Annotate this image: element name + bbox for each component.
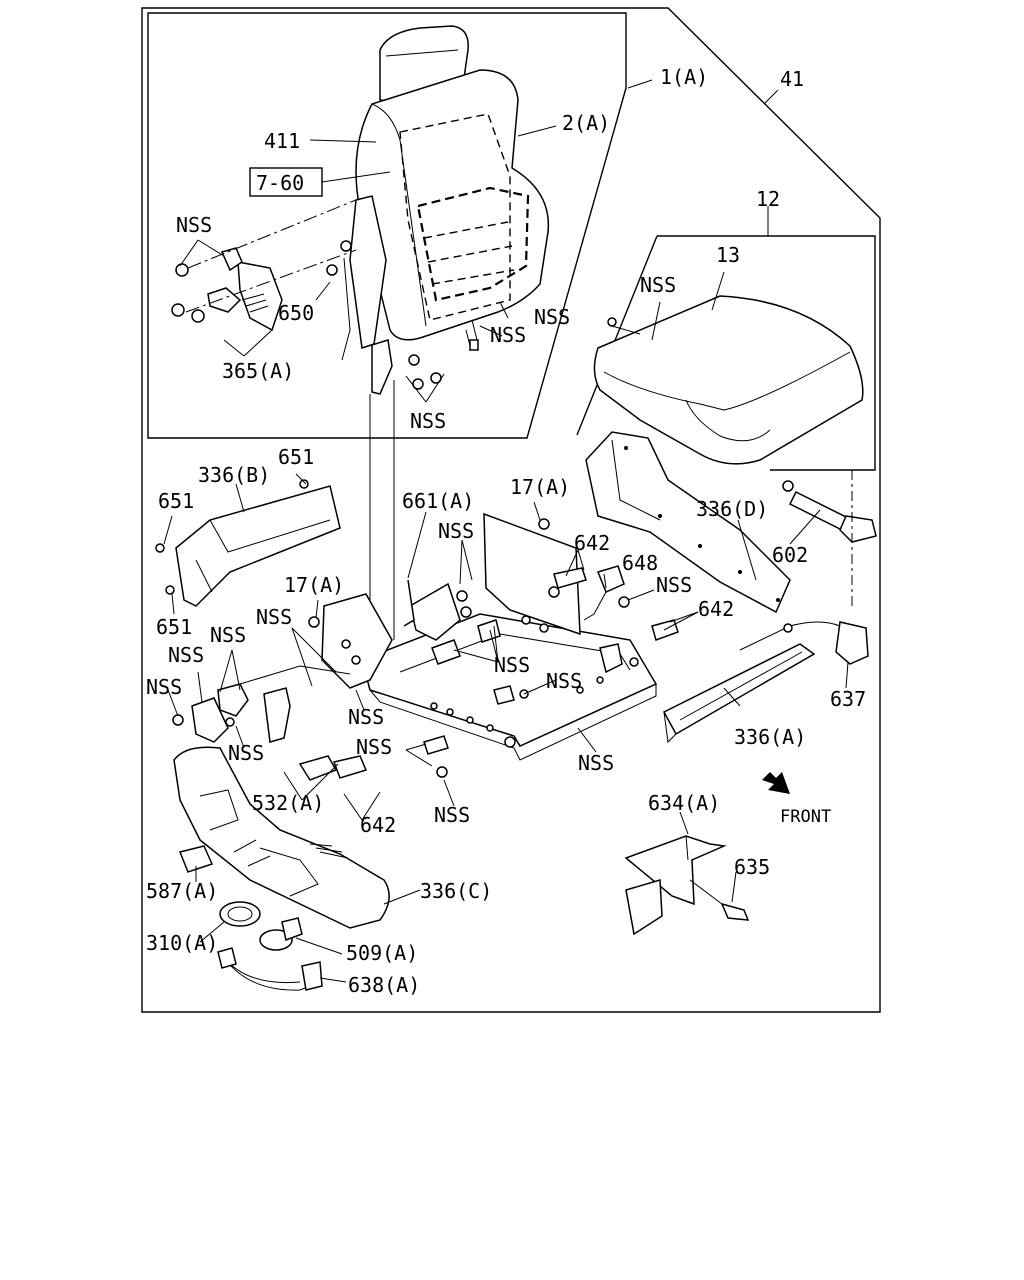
label-7-60: 7-60	[256, 171, 304, 195]
cushion-inset-box	[576, 235, 876, 471]
leader-lines	[163, 79, 849, 983]
label-2a: 2(A)	[562, 111, 610, 135]
label-nss-b: NSS	[534, 305, 570, 329]
label-nss-a: NSS	[176, 213, 212, 237]
label-13: 13	[716, 243, 740, 267]
label-651-c: 651	[156, 615, 192, 639]
label-nss-e: NSS	[640, 273, 676, 297]
label-nss-o: NSS	[228, 741, 264, 765]
label-637: 637	[830, 687, 866, 711]
label-nss-d: NSS	[410, 409, 446, 433]
left-lower-parts	[172, 665, 448, 781]
label-front: FRONT	[780, 807, 831, 827]
ref-box-760	[249, 167, 323, 197]
label-nss-g: NSS	[656, 573, 692, 597]
lower-cover-336c	[173, 746, 390, 991]
label-310a: 310(A)	[146, 931, 218, 955]
label-336b: 336(B)	[198, 463, 270, 487]
label-365a: 365(A)	[222, 359, 294, 383]
label-532a: 532(A)	[252, 791, 324, 815]
label-nss-r: NSS	[434, 803, 470, 827]
label-661a: 661(A)	[402, 489, 474, 513]
label-nss-m: NSS	[546, 669, 582, 693]
side-cover-336b	[155, 479, 341, 607]
seatback-assembly	[171, 25, 550, 395]
label-642-c: 642	[360, 813, 396, 837]
outer-border	[141, 7, 881, 1013]
label-17a-1: 17(A)	[510, 475, 570, 499]
front-arrow-icon	[762, 772, 790, 794]
label-509a: 509(A)	[346, 941, 418, 965]
label-642-a: 642	[574, 531, 610, 555]
label-1a: 1(A)	[660, 65, 708, 89]
label-nss-j: NSS	[168, 643, 204, 667]
label-17a-2: 17(A)	[284, 573, 344, 597]
label-634a: 634(A)	[648, 791, 720, 815]
label-nss-n: NSS	[348, 705, 384, 729]
label-587a: 587(A)	[146, 879, 218, 903]
side-cover-336d	[585, 431, 791, 614]
label-638a: 638(A)	[348, 973, 420, 997]
label-336a: 336(A)	[734, 725, 806, 749]
label-635: 635	[734, 855, 770, 879]
label-nss-p: NSS	[356, 735, 392, 759]
seatback-inset-box	[147, 12, 627, 439]
label-nss-k: NSS	[494, 653, 530, 677]
label-650: 650	[278, 301, 314, 325]
lever-602	[782, 470, 877, 610]
label-336c: 336(C)	[420, 879, 492, 903]
label-41: 41	[780, 67, 804, 91]
label-nss-c: NSS	[490, 323, 526, 347]
guide-lines	[369, 380, 395, 640]
label-336d: 336(D)	[696, 497, 768, 521]
bracket-634a	[624, 835, 750, 936]
part-labels: 1(A) 41 2(A) 411 7-60 NSS 650 365(A) NSS…	[146, 65, 866, 997]
label-651-b: 651	[158, 489, 194, 513]
label-nss-f: NSS	[438, 519, 474, 543]
label-nss-l: NSS	[146, 675, 182, 699]
label-648: 648	[622, 551, 658, 575]
label-nss-i: NSS	[210, 623, 246, 647]
seat-cushion	[593, 295, 864, 465]
label-602: 602	[772, 543, 808, 567]
label-nss-h: NSS	[256, 605, 292, 629]
label-651-a: 651	[278, 445, 314, 469]
knob-637	[739, 621, 869, 665]
label-12: 12	[756, 187, 780, 211]
side-cover-336a	[662, 643, 816, 744]
label-nss-q: NSS	[578, 751, 614, 775]
label-642-b: 642	[698, 597, 734, 621]
label-411: 411	[264, 129, 300, 153]
